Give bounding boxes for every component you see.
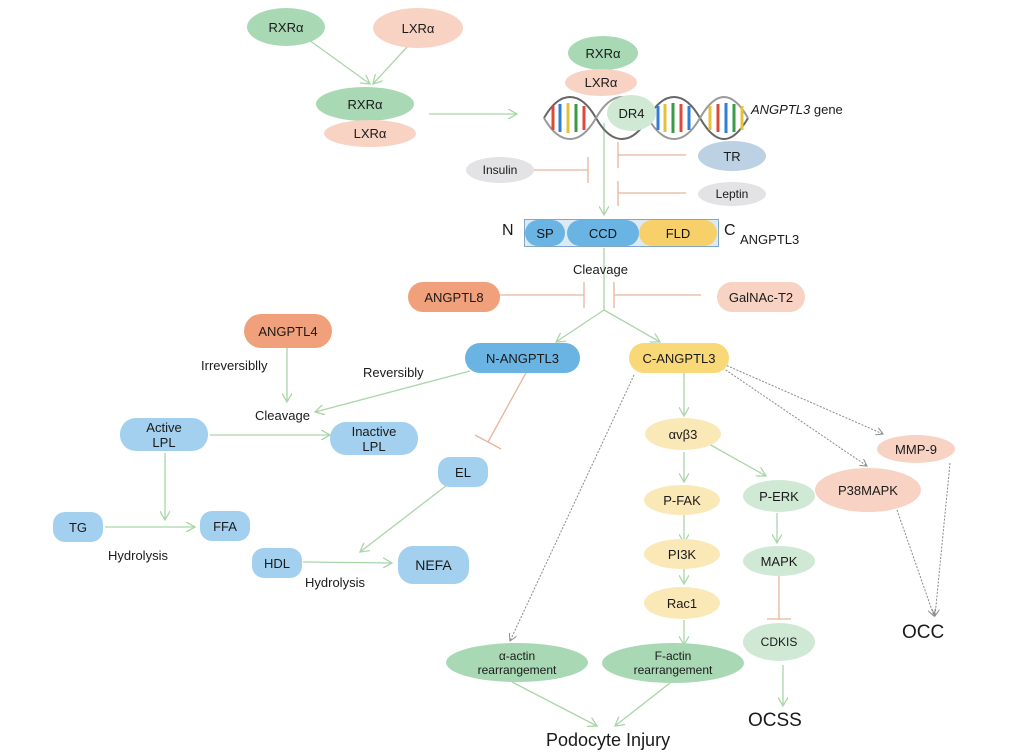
label-ocss: OCSS	[748, 710, 802, 731]
node-rxr-alpha-gene: RXRα	[568, 36, 638, 70]
inhibit-nangptl3-el-bar	[474, 434, 502, 450]
node-nefa: NEFA	[398, 546, 469, 584]
node-tr: TR	[698, 141, 766, 171]
gene-name: ANGPTL3	[751, 102, 811, 117]
protein-name: ANGPTL3	[740, 232, 800, 247]
node-dr4: DR4	[607, 95, 656, 131]
node-c-angptl3: C-ANGPTL3	[629, 343, 729, 373]
node-lxr-alpha-complex: LXRα	[324, 120, 416, 147]
indirect-p38-to-occ	[896, 509, 934, 616]
edge-nangptl3-to-cleavage	[315, 370, 471, 412]
node-pi3k: PI3K	[644, 539, 720, 569]
node-lxr-alpha-gene: LXRα	[565, 69, 637, 96]
indirect-c-to-mmp9	[713, 359, 883, 434]
indirect-c-to-aactin	[510, 374, 635, 641]
edge-aactin-to-injury	[511, 681, 597, 726]
domain-ccd: CCD	[567, 220, 639, 246]
node-avb3: αvβ3	[645, 418, 721, 450]
node-galnac-t2: GalNAc-T2	[717, 282, 805, 312]
node-active-lpl: Active LPL	[120, 418, 208, 451]
indirect-c-to-p38mapk	[713, 361, 867, 466]
edge-to-c-angptl3	[603, 309, 660, 342]
node-insulin: Insulin	[466, 157, 534, 183]
node-mmp-9: MMP-9	[877, 435, 955, 463]
node-el: EL	[438, 457, 488, 487]
node-inactive-lpl: Inactive LPL	[330, 422, 418, 455]
protein-n-terminus: N	[502, 222, 514, 239]
label-hydrolysis-hdl: Hydrolysis	[305, 575, 365, 590]
angptl3-protein-domains: SP CCD FLD	[524, 219, 719, 247]
gene-label: ANGPTL3 gene	[751, 102, 843, 117]
node-lxr-alpha-top: LXRα	[373, 8, 463, 48]
node-mapk: MAPK	[743, 546, 815, 576]
edge-el-to-hydrolysis	[360, 481, 452, 552]
indirect-mmp9-to-occ	[935, 462, 951, 616]
node-n-angptl3: N-ANGPTL3	[465, 343, 580, 373]
edge-hdl-to-nefa	[302, 562, 392, 563]
node-cdkis: CDKIS	[743, 623, 815, 661]
edge-lxr-to-complex	[373, 46, 408, 84]
label-cleavage-lpl: Cleavage	[255, 408, 310, 423]
label-reversibly: Reversibly	[363, 365, 424, 380]
node-f-actin-rearrangement: F-actin rearrangement	[602, 643, 744, 683]
label-podocyte-injury: Podocyte Injury	[546, 730, 671, 750]
node-leptin: Leptin	[698, 182, 766, 206]
label-occ: OCC	[902, 622, 945, 643]
domain-sp: SP	[525, 220, 565, 246]
edge-rxr-to-complex	[308, 39, 370, 84]
protein-c-terminus: C	[724, 222, 736, 239]
label-irreversibly: Irreversiblly	[201, 358, 268, 373]
node-p-erk: P-ERK	[743, 480, 815, 512]
node-rxr-alpha-complex: RXRα	[316, 87, 414, 121]
node-p38mapk: P38MAPK	[815, 468, 921, 512]
label-hydrolysis-tg: Hydrolysis	[108, 548, 168, 563]
node-hdl: HDL	[252, 548, 302, 578]
edge-factin-to-injury	[615, 682, 671, 726]
node-alpha-actin-rearrangement: α-actin rearrangement	[446, 643, 588, 682]
node-angptl4: ANGPTL4	[244, 314, 332, 348]
node-rac1: Rac1	[644, 587, 720, 619]
domain-fld: FLD	[639, 220, 717, 246]
node-tg: TG	[53, 512, 103, 542]
label-cleavage-main: Cleavage	[573, 262, 628, 277]
edge-to-n-angptl3	[556, 309, 605, 342]
node-rxr-alpha-top: RXRα	[247, 8, 325, 46]
inhibit-nangptl3-el	[487, 370, 528, 443]
node-angptl8: ANGPTL8	[408, 282, 500, 312]
node-ffa: FFA	[200, 511, 250, 541]
node-p-fak: P-FAK	[644, 485, 720, 515]
edge-avb3-to-perk	[708, 443, 766, 476]
gene-suffix: gene	[810, 102, 843, 117]
